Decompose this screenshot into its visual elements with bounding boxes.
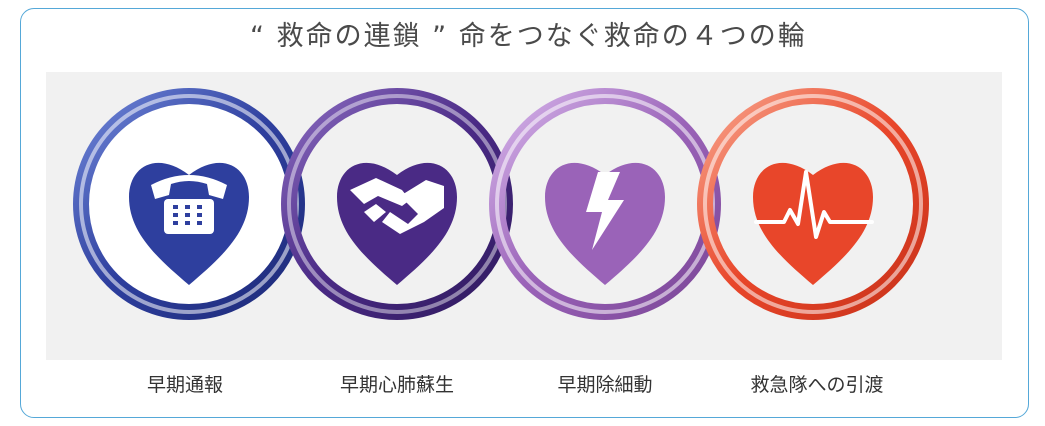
- handshake-icon: [350, 178, 444, 234]
- ring-label-early-notification: 早期通報: [146, 374, 223, 396]
- ring-label-early-defibrillation: 早期除細動: [557, 374, 653, 396]
- ring-4-highlight: [703, 94, 923, 314]
- lightning-bolt-icon: [586, 172, 624, 250]
- ring-ems-handover: [697, 88, 929, 320]
- ring-early-notification: [73, 88, 305, 320]
- ring-label-ems-handover: 救急隊への引渡: [750, 374, 884, 396]
- ring-early-cpr: [281, 88, 513, 320]
- heartbeat-icon: [754, 170, 874, 239]
- ring-label-early-cpr: 早期心肺蘇生: [339, 374, 454, 396]
- telephone-icon: [151, 175, 227, 234]
- page-title: “ 救命の連鎖 ” 命をつなぐ救命の４つの輪: [250, 21, 807, 52]
- ring-early-defibrillation: [489, 88, 721, 320]
- chain-of-survival-rings: [73, 88, 929, 320]
